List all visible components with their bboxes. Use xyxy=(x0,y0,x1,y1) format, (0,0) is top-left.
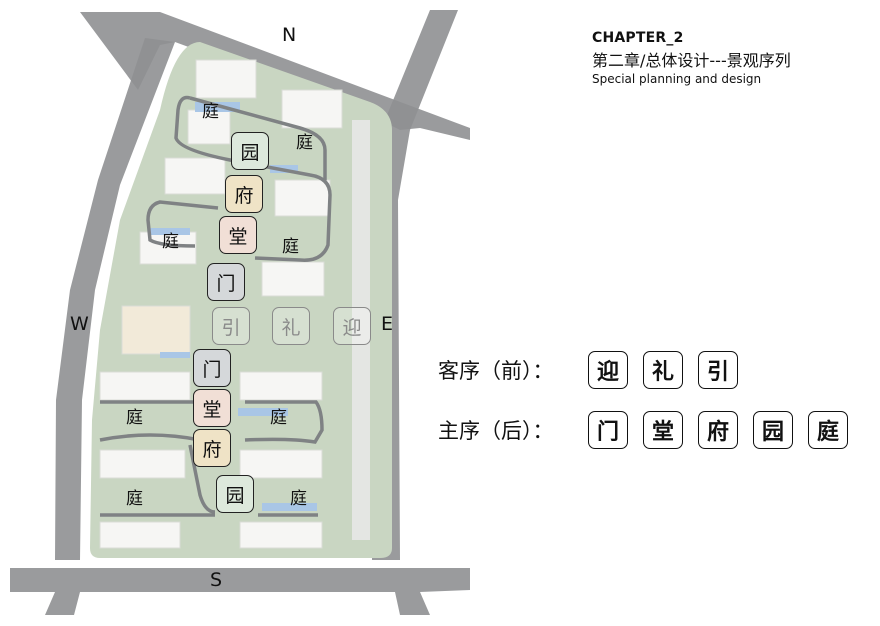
map-tag-fu-north: 府 xyxy=(225,175,263,213)
map-tag-yuan-south: 园 xyxy=(216,475,254,513)
legend-box-fu: 府 xyxy=(698,411,738,449)
compass-west: W xyxy=(70,313,89,335)
legend-box-ying: 迎 xyxy=(588,351,628,389)
compass-east: E xyxy=(381,313,394,335)
legend-box-yuan: 园 xyxy=(753,411,793,449)
chapter-number: CHAPTER_2 xyxy=(592,30,684,46)
courtyard-label: 庭 xyxy=(296,133,313,153)
legend-guest-label: 客序（前）： xyxy=(438,359,554,383)
courtyard-label: 庭 xyxy=(290,489,307,509)
legend-main-label: 主序（后）： xyxy=(438,419,554,443)
map-tag-tang-north: 堂 xyxy=(219,216,257,254)
map-tag-yuan-north: 园 xyxy=(231,132,269,170)
map-tag-ying: 迎 xyxy=(333,307,371,345)
courtyard-label: 庭 xyxy=(162,232,179,252)
courtyard-label: 庭 xyxy=(202,102,219,122)
legend-box-ting: 庭 xyxy=(808,411,848,449)
legend-box-men: 门 xyxy=(588,411,628,449)
chapter-header: CHAPTER_2 第二章/总体设计---景观序列 Special planni… xyxy=(592,30,791,86)
legend-guest-sequence: 客序（前）： 迎 礼 引 xyxy=(438,351,753,389)
map-tag-tang-south: 堂 xyxy=(193,389,231,427)
map-tag-li: 礼 xyxy=(272,307,310,345)
legend-box-li: 礼 xyxy=(643,351,683,389)
map-tag-fu-south: 府 xyxy=(193,429,231,467)
courtyard-label: 庭 xyxy=(270,408,287,428)
chapter-title-en: Special planning and design xyxy=(592,72,762,86)
map-tag-yin: 引 xyxy=(212,307,250,345)
courtyard-label: 庭 xyxy=(126,489,143,509)
site-plan-map: N S W E 园 府 堂 门 引 礼 迎 门 堂 府 园 庭 庭 庭 庭 庭 … xyxy=(10,10,470,615)
legend-box-yin: 引 xyxy=(698,351,738,389)
legend-main-sequence: 主序（后）： 门 堂 府 园 庭 xyxy=(438,411,863,449)
map-tag-men-south: 门 xyxy=(193,349,231,387)
chapter-title-cn: 第二章/总体设计---景观序列 xyxy=(592,51,791,70)
courtyard-label: 庭 xyxy=(126,408,143,428)
map-tag-men-north: 门 xyxy=(207,263,245,301)
compass-north: N xyxy=(282,24,297,46)
compass-south: S xyxy=(210,569,223,591)
courtyard-label: 庭 xyxy=(282,237,299,257)
legend-box-tang: 堂 xyxy=(643,411,683,449)
